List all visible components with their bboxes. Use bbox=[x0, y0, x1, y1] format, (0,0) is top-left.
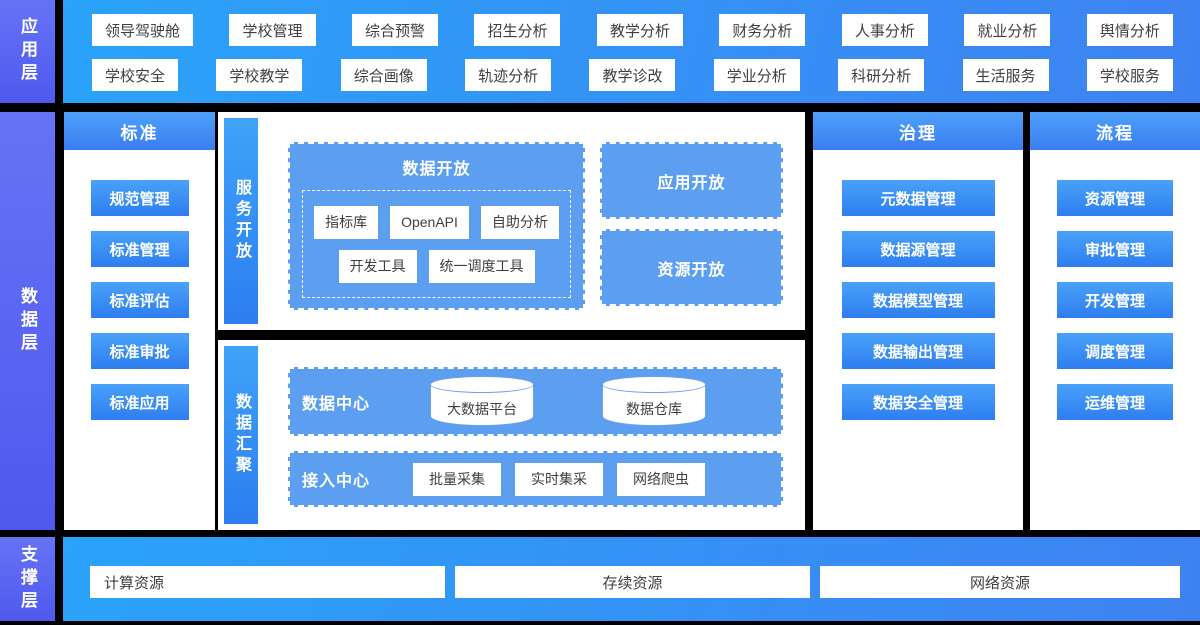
app-open-box: 应用开放 bbox=[600, 142, 783, 219]
data-store-label: 大数据平台 bbox=[447, 400, 518, 417]
standards-item-block: 标准应用 bbox=[90, 384, 189, 420]
data-center-bar: 数据中心 大数据平台 数据仓库 bbox=[288, 367, 783, 436]
service-open-panel: 服务开放 数据开放 指标库 OpenAPI 自助分析 开发工具 统一调度工具 bbox=[218, 112, 805, 330]
process-item-block: 审批管理 bbox=[1057, 231, 1173, 267]
standards-column: 标准 规范管理 标准管理 标准评估 标准审批 标准应用 bbox=[64, 112, 215, 530]
data-center-title: 数据中心 bbox=[302, 395, 371, 413]
data-open-tools-row-1: 指标库 OpenAPI 自助分析 bbox=[314, 205, 559, 239]
app-module-block: 学校安全 bbox=[92, 59, 179, 91]
governance-column: 治理 元数据管理 数据源管理 数据模型管理 数据输出管理 数据安全管理 bbox=[813, 112, 1023, 530]
app-layer-label: 应用层 bbox=[18, 17, 37, 86]
support-layer-band: 计算资源 存续资源 网络资源 bbox=[63, 537, 1200, 621]
resource-open-label: 资源开放 bbox=[657, 261, 726, 279]
access-center-title: 接入中心 bbox=[302, 473, 371, 490]
tool-block: OpenAPI bbox=[390, 205, 469, 239]
data-aggregation-label: 数据汇聚 bbox=[233, 393, 250, 477]
service-open-strip: 服务开放 bbox=[224, 118, 258, 324]
process-item-block: 资源管理 bbox=[1057, 180, 1173, 216]
tool-block: 开发工具 bbox=[338, 249, 417, 283]
data-aggregation-strip: 数据汇聚 bbox=[224, 346, 258, 524]
process-column: 流程 资源管理 审批管理 开发管理 调度管理 运维管理 bbox=[1030, 112, 1200, 530]
cylinder-top bbox=[602, 375, 707, 393]
data-layer-strip: 数据层 bbox=[0, 112, 55, 530]
process-item-block: 调度管理 bbox=[1057, 333, 1173, 369]
app-open-label: 应用开放 bbox=[657, 174, 726, 192]
app-layer-band: 领导驾驶舱 学校管理 综合预警 招生分析 教学分析 财务分析 人事分析 就业分析… bbox=[63, 0, 1200, 103]
data-open-tools-row-2: 开发工具 统一调度工具 bbox=[338, 249, 535, 283]
app-module-block: 舆情分析 bbox=[1086, 14, 1173, 46]
database-cylinder-icon: 数据仓库 bbox=[602, 375, 707, 426]
tool-block: 自助分析 bbox=[480, 205, 559, 239]
app-module-block: 学校教学 bbox=[216, 59, 303, 91]
app-modules-row-1: 领导驾驶舱 学校管理 综合预警 招生分析 教学分析 财务分析 人事分析 就业分析… bbox=[92, 14, 1173, 46]
app-layer-strip: 应用层 bbox=[0, 0, 55, 103]
app-module-block: 综合预警 bbox=[351, 14, 438, 46]
app-module-block: 科研分析 bbox=[838, 59, 925, 91]
app-module-block: 综合画像 bbox=[340, 59, 427, 91]
process-column-title: 流程 bbox=[1030, 112, 1200, 150]
tool-block: 统一调度工具 bbox=[428, 249, 535, 283]
data-open-box: 数据开放 指标库 OpenAPI 自助分析 开发工具 统一调度工具 bbox=[288, 142, 585, 310]
database-cylinder-icon: 大数据平台 bbox=[430, 375, 535, 426]
governance-item-block: 数据源管理 bbox=[841, 231, 995, 267]
process-item-block: 运维管理 bbox=[1057, 384, 1173, 420]
app-module-block: 领导驾驶舱 bbox=[92, 14, 194, 46]
app-module-block: 教学诊改 bbox=[589, 59, 676, 91]
standards-column-body: 规范管理 标准管理 标准评估 标准审批 标准应用 bbox=[64, 150, 215, 530]
resource-bar: 网络资源 bbox=[820, 566, 1180, 598]
app-module-block: 教学分析 bbox=[596, 14, 683, 46]
data-open-tools-group: 指标库 OpenAPI 自助分析 开发工具 统一调度工具 bbox=[302, 190, 571, 298]
process-column-body: 资源管理 审批管理 开发管理 调度管理 运维管理 bbox=[1030, 150, 1200, 530]
governance-item-block: 数据安全管理 bbox=[841, 384, 995, 420]
access-center-bar: 接入中心 批量采集 实时集采 网络爬虫 bbox=[288, 451, 783, 507]
data-store-label: 数据仓库 bbox=[626, 400, 683, 417]
governance-item-block: 数据输出管理 bbox=[841, 333, 995, 369]
standards-item-block: 规范管理 bbox=[90, 180, 189, 216]
app-modules-row-2: 学校安全 学校教学 综合画像 轨迹分析 教学诊改 学业分析 科研分析 生活服务 … bbox=[92, 59, 1173, 91]
support-layer-strip: 支撑层 bbox=[0, 537, 55, 621]
app-module-block: 财务分析 bbox=[719, 14, 806, 46]
governance-item-block: 数据模型管理 bbox=[841, 282, 995, 318]
app-module-block: 轨迹分析 bbox=[465, 59, 552, 91]
access-method-block: 批量采集 bbox=[413, 462, 502, 496]
data-open-title: 数据开放 bbox=[402, 161, 471, 178]
access-method-block: 网络爬虫 bbox=[617, 462, 706, 496]
cylinder-top bbox=[430, 375, 535, 393]
app-module-block: 招生分析 bbox=[474, 14, 561, 46]
governance-column-body: 元数据管理 数据源管理 数据模型管理 数据输出管理 数据安全管理 bbox=[813, 150, 1023, 530]
resource-open-box: 资源开放 bbox=[600, 229, 783, 306]
data-layer-label: 数据层 bbox=[18, 286, 37, 356]
governance-item-block: 元数据管理 bbox=[841, 180, 995, 216]
resource-bar: 存续资源 bbox=[455, 566, 810, 598]
standards-item-block: 标准管理 bbox=[90, 231, 189, 267]
data-aggregation-content: 数据中心 大数据平台 数据仓库 接入中心 批量采集 实时集采 网络爬虫 bbox=[258, 346, 799, 524]
process-item-block: 开发管理 bbox=[1057, 282, 1173, 318]
tool-block: 指标库 bbox=[314, 205, 379, 239]
app-module-block: 就业分析 bbox=[964, 14, 1051, 46]
app-module-block: 学业分析 bbox=[713, 59, 800, 91]
standards-column-title: 标准 bbox=[64, 112, 215, 150]
app-module-block: 人事分析 bbox=[841, 14, 928, 46]
data-aggregation-panel: 数据汇聚 数据中心 大数据平台 数据仓库 接入中心 批量采集 实时集采 bbox=[218, 340, 805, 530]
app-module-block: 生活服务 bbox=[962, 59, 1049, 91]
standards-item-block: 标准审批 bbox=[90, 333, 189, 369]
service-open-label: 服务开放 bbox=[233, 179, 250, 263]
resource-bar: 计算资源 bbox=[90, 566, 445, 598]
governance-column-title: 治理 bbox=[813, 112, 1023, 150]
app-module-block: 学校服务 bbox=[1086, 59, 1173, 91]
support-layer-label: 支撑层 bbox=[18, 544, 37, 614]
service-open-content: 数据开放 指标库 OpenAPI 自助分析 开发工具 统一调度工具 应用开放 bbox=[258, 118, 799, 324]
standards-item-block: 标准评估 bbox=[90, 282, 189, 318]
access-method-block: 实时集采 bbox=[515, 462, 604, 496]
app-module-block: 学校管理 bbox=[229, 14, 316, 46]
